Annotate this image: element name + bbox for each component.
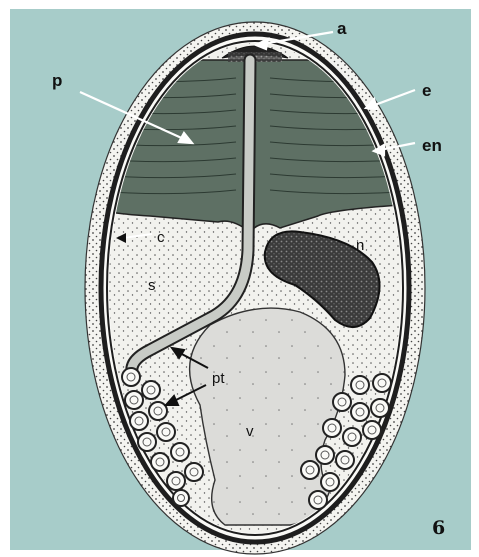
label-v: v <box>246 423 254 440</box>
label-c: c <box>157 229 165 246</box>
label-pt: pt <box>212 370 225 387</box>
figure-number: 6 <box>432 517 445 539</box>
label-p: p <box>52 71 62 90</box>
label-en: en <box>422 136 442 155</box>
label-a: a <box>337 19 347 38</box>
label-e: e <box>422 81 431 100</box>
label-s: s <box>148 277 156 294</box>
label-n: n <box>356 237 364 254</box>
